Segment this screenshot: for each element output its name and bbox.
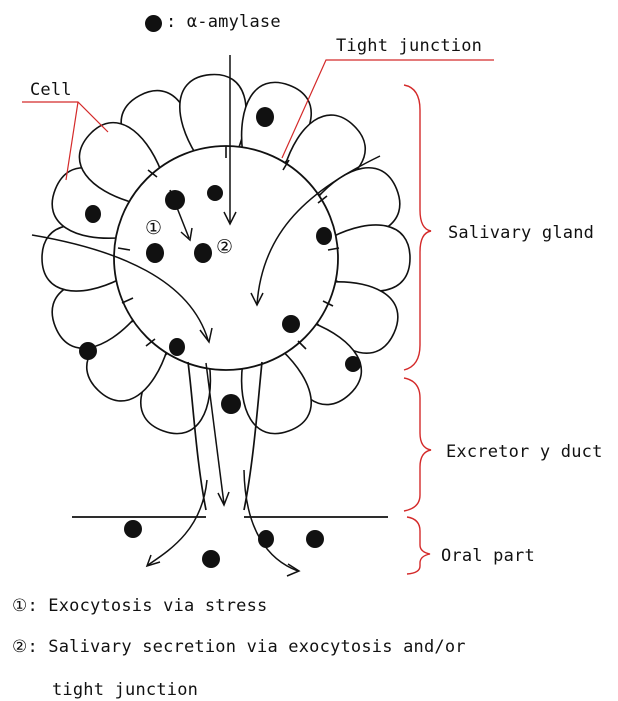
region-brackets — [404, 85, 431, 574]
oral-part-label: Oral part — [441, 546, 535, 566]
legend-dot-icon — [145, 15, 162, 32]
salivary-gland-label: Salivary gland — [448, 223, 594, 243]
excretory-duct-label: Excretor y duct — [446, 442, 603, 462]
note-exocytosis: ①: Exocytosis via stress — [12, 596, 267, 616]
marker-1: ① — [145, 217, 162, 239]
note-secretion: ②: Salivary secretion via exocytosis and… — [12, 637, 466, 657]
note-secretion-cont: tight junction — [52, 680, 198, 700]
marker-2: ② — [216, 236, 233, 258]
legend-amylase-label: : α-amylase — [166, 12, 281, 32]
tight-junction-label: Tight junction — [336, 36, 482, 56]
cell-label: Cell — [30, 80, 72, 100]
secretory-cell — [180, 75, 246, 155]
